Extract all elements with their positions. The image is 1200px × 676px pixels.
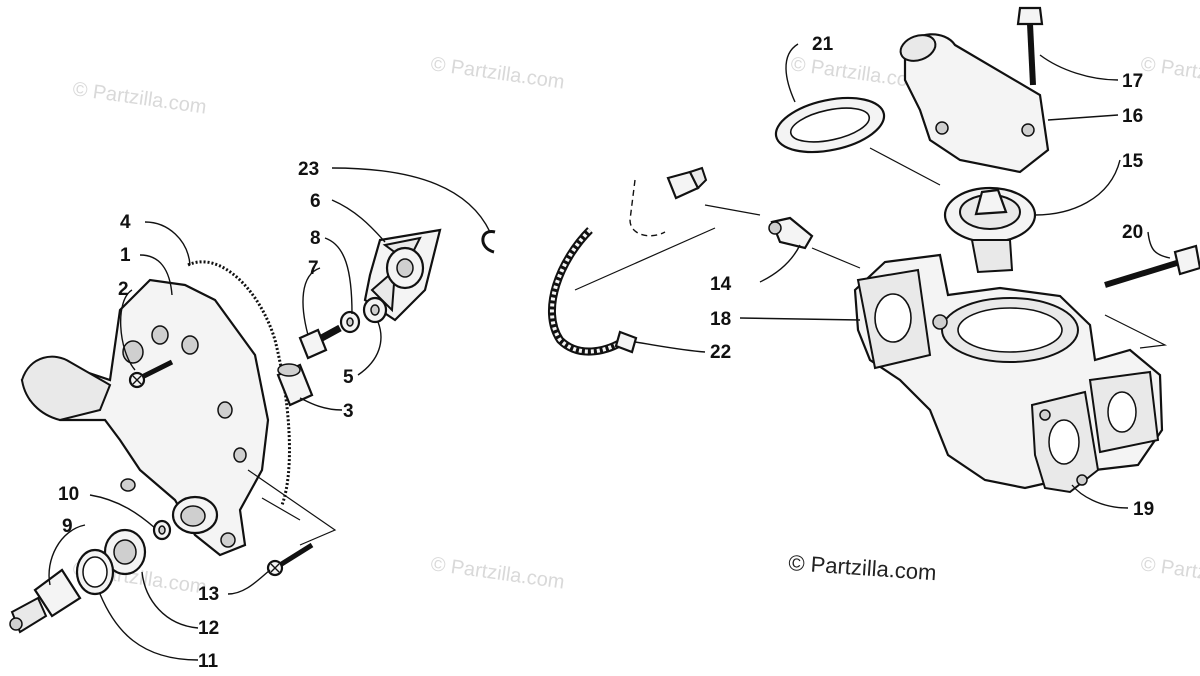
elbow-fitting bbox=[629, 166, 708, 237]
watermark-2: © Partzilla.com bbox=[429, 53, 566, 94]
callout-14: 14 bbox=[710, 274, 732, 295]
callout-22: 22 bbox=[710, 342, 731, 363]
callout-11: 11 bbox=[198, 651, 219, 672]
watermark-1: © Partzilla.com bbox=[71, 78, 208, 119]
callout-21: 21 bbox=[812, 34, 834, 55]
gasket-4 bbox=[187, 260, 291, 506]
leader-lines bbox=[48, 43, 1171, 661]
callout-12: 12 bbox=[198, 618, 219, 639]
callout-2: 2 bbox=[118, 279, 129, 300]
collar-3 bbox=[276, 363, 314, 407]
callout-labels: 4 1 2 23 6 8 7 5 3 10 9 13 12 11 21 17 1… bbox=[58, 34, 1154, 672]
callout-4: 4 bbox=[120, 212, 131, 233]
callout-18: 18 bbox=[710, 309, 731, 330]
callout-1: 1 bbox=[120, 245, 131, 266]
callout-3: 3 bbox=[343, 401, 354, 422]
callout-7: 7 bbox=[308, 258, 319, 279]
callout-17: 17 bbox=[1122, 71, 1143, 92]
pump-housing-1 bbox=[20, 278, 270, 557]
washer-10 bbox=[152, 519, 172, 541]
callout-15: 15 bbox=[1122, 151, 1144, 172]
bolt-7 bbox=[298, 324, 342, 360]
bolt-17 bbox=[1016, 6, 1044, 86]
callout-23: 23 bbox=[298, 159, 319, 180]
callout-16: 16 bbox=[1122, 106, 1143, 127]
ref-lines-right bbox=[574, 147, 1168, 349]
thermostat-15 bbox=[943, 186, 1037, 274]
copyright-text: © Partzilla.com bbox=[788, 550, 938, 585]
fitting-14 bbox=[768, 216, 814, 250]
callout-6: 6 bbox=[310, 191, 321, 212]
seal-12 bbox=[103, 528, 147, 576]
bolt-20 bbox=[1104, 244, 1200, 288]
clip-23 bbox=[481, 230, 496, 254]
callout-5: 5 bbox=[343, 367, 354, 388]
washer-8 bbox=[339, 310, 361, 334]
watermark-6: © Partzilla.com bbox=[429, 553, 566, 594]
watermark-4: © Partzilla.com bbox=[1139, 53, 1200, 94]
callout-10: 10 bbox=[58, 484, 79, 505]
callout-19: 19 bbox=[1133, 499, 1154, 520]
drain-plug-9 bbox=[9, 568, 82, 634]
watermark-7: © Partzilla.com bbox=[1139, 553, 1200, 594]
callout-8: 8 bbox=[310, 228, 321, 249]
screw-2 bbox=[128, 359, 174, 389]
callout-9: 9 bbox=[62, 516, 73, 537]
screw-13 bbox=[266, 542, 314, 577]
hose-22 bbox=[548, 227, 638, 356]
oring-11 bbox=[75, 548, 115, 596]
washer-5 bbox=[362, 296, 388, 324]
gasket-19 bbox=[1030, 390, 1100, 494]
seal-21 bbox=[774, 96, 886, 154]
callout-13: 13 bbox=[198, 584, 219, 605]
impeller-6 bbox=[363, 228, 442, 322]
thermostat-cover-16 bbox=[899, 33, 1050, 174]
ref-lines-left bbox=[247, 469, 337, 546]
callout-20: 20 bbox=[1122, 222, 1143, 243]
thermostat-housing-18 bbox=[853, 253, 1164, 490]
